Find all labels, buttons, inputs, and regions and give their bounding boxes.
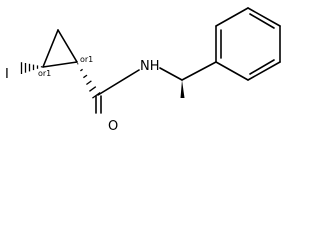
hashed-wedge-bond-iodine bbox=[20, 62, 43, 74]
nitrogen-hydrogen-label: NH bbox=[140, 59, 160, 74]
phenyl-bond-2 bbox=[215, 7, 249, 27]
phenyl-double-bond-inner-2 bbox=[249, 13, 275, 29]
hashed-wedge-bond-carbonyl bbox=[77, 62, 101, 99]
iodine-label: I bbox=[5, 67, 9, 82]
wedge-bond-methyl bbox=[180, 80, 185, 98]
phenyl-bond-6 bbox=[215, 61, 249, 81]
bond-n-chiral-carbon bbox=[159, 67, 183, 81]
stereo-label-c2: or1 bbox=[80, 55, 93, 64]
ring-bond-c2-c3 bbox=[57, 29, 78, 63]
stereo-label-c1: or1 bbox=[38, 69, 51, 78]
oxygen-label: O bbox=[108, 119, 118, 132]
bond-chiral-carbon-phenyl bbox=[181, 61, 217, 81]
amide-bond-c-n bbox=[97, 69, 140, 96]
phenyl-double-bond-inner-3 bbox=[249, 59, 275, 75]
ring-bond-c1-c3 bbox=[42, 29, 59, 68]
molecule-diagram: I or1 or1 O NH bbox=[5, 7, 281, 132]
phenyl-bond-5 bbox=[247, 61, 281, 81]
phenyl-bond-3 bbox=[247, 7, 281, 27]
ring-bond-c1-c2 bbox=[42, 61, 78, 68]
